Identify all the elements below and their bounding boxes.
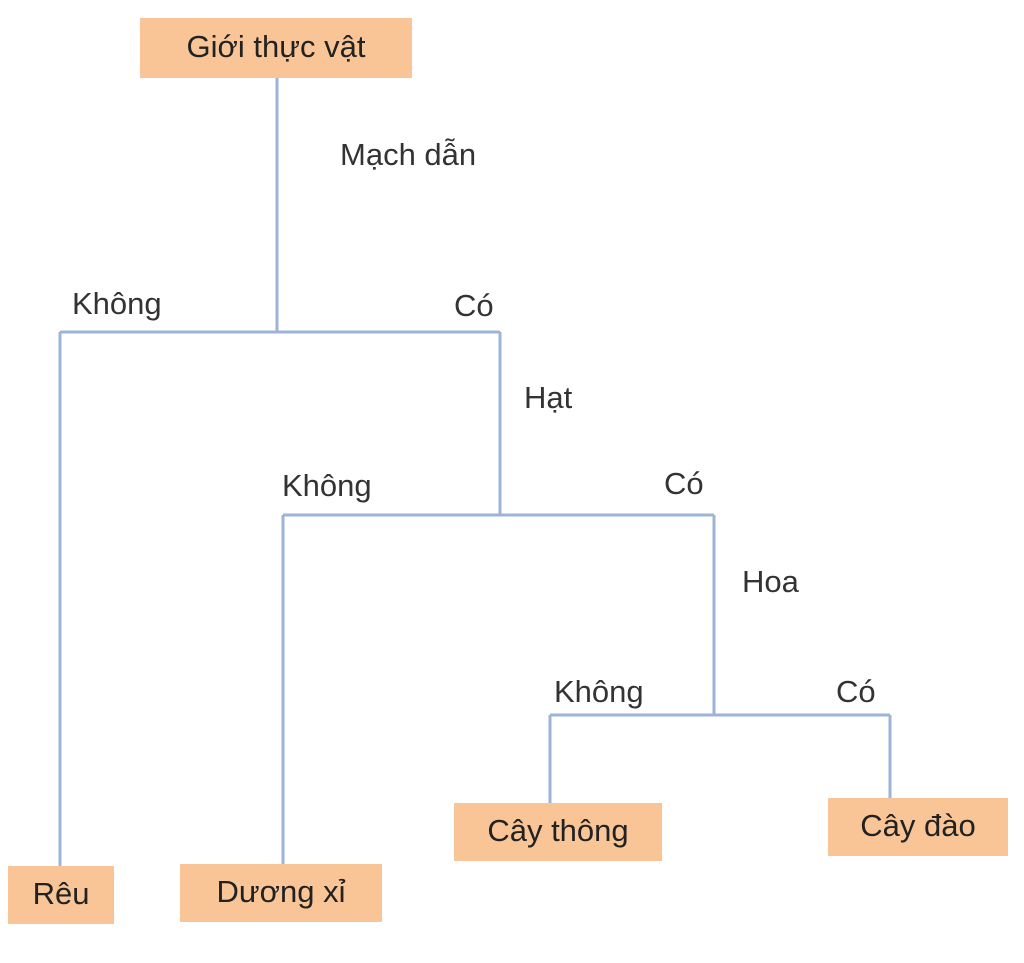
criterion-flower-label: Hoa xyxy=(742,564,800,599)
criterion-vascular-label: Mạch dẫn xyxy=(340,137,476,172)
node-root: Giới thực vật xyxy=(140,18,412,78)
node-cay-thong-box xyxy=(454,803,662,861)
tree-connectors xyxy=(58,78,892,866)
node-cay-thong-label: Cây thông xyxy=(487,813,628,848)
node-duong-xi: Dương xỉ xyxy=(180,864,382,922)
node-root-box xyxy=(140,18,412,78)
branch-vascular-yes-label: Có xyxy=(454,288,494,323)
branch-seed-no-label: Không xyxy=(282,468,372,503)
node-duong-xi-label: Dương xỉ xyxy=(217,874,346,909)
node-cay-dao-box xyxy=(828,798,1008,856)
node-root-label: Giới thực vật xyxy=(187,29,366,64)
node-reu: Rêu xyxy=(8,866,114,924)
branch-vascular-no-label: Không xyxy=(72,286,162,321)
branch-seed-yes-label: Có xyxy=(664,466,704,501)
node-reu-box xyxy=(8,866,114,924)
branch-flower-no-label: Không xyxy=(554,674,644,709)
node-cay-dao-label: Cây đào xyxy=(860,808,975,843)
branch-flower-yes-label: Có xyxy=(836,674,876,709)
node-reu-label: Rêu xyxy=(33,876,90,911)
node-duong-xi-box xyxy=(180,864,382,922)
criterion-seed-label: Hạt xyxy=(524,380,573,415)
node-cay-thong: Cây thông xyxy=(454,803,662,861)
node-cay-dao: Cây đào xyxy=(828,798,1008,856)
